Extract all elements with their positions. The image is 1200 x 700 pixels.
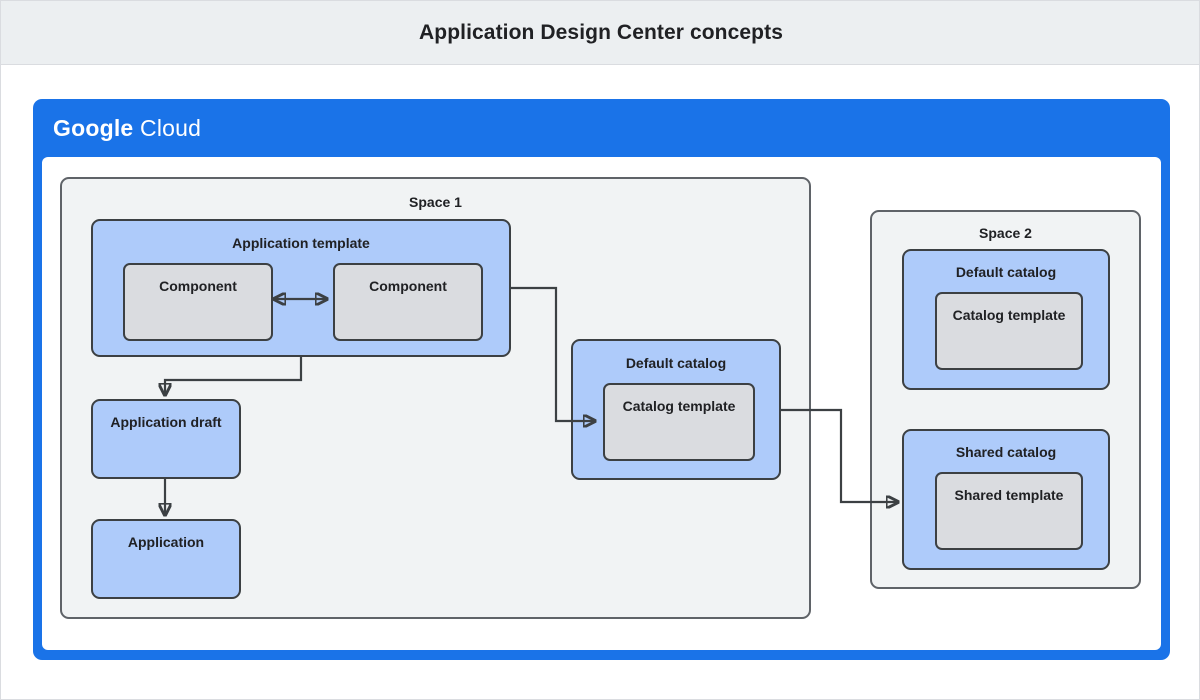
- component-a-box: Component: [123, 263, 273, 341]
- application-draft-box: Application draft: [91, 399, 241, 479]
- component-b-box: Component: [333, 263, 483, 341]
- shared-catalog-box: Shared catalog Shared template: [902, 429, 1110, 570]
- google-cloud-logo: Google Cloud: [53, 115, 201, 142]
- shared-template-box: Shared template: [935, 472, 1083, 550]
- component-b-label: Component: [369, 278, 447, 294]
- default-catalog-space1-label: Default catalog: [625, 355, 727, 371]
- space-2-label: Space 2: [979, 225, 1032, 241]
- shared-catalog-label: Shared catalog: [955, 444, 1057, 460]
- google-cloud-logo-secondary-text: Cloud: [140, 115, 202, 141]
- catalog-template-space1-label: Catalog template: [622, 398, 736, 414]
- catalog-template-space2-label: Catalog template: [952, 307, 1066, 323]
- page-title: Application Design Center concepts: [419, 20, 783, 44]
- google-cloud-logo-primary: Google: [53, 115, 134, 141]
- application-template-box: Application template Component Component: [91, 219, 511, 357]
- catalog-template-space2-box: Catalog template: [935, 292, 1083, 370]
- title-bar: Application Design Center concepts: [1, 1, 1199, 65]
- component-a-label: Component: [159, 278, 237, 294]
- application-box: Application: [91, 519, 241, 599]
- default-catalog-space2-box: Default catalog Catalog template: [902, 249, 1110, 390]
- default-catalog-space2-label: Default catalog: [955, 264, 1057, 280]
- application-draft-label: Application draft: [110, 414, 222, 430]
- application-template-label: Application template: [232, 235, 370, 251]
- application-label: Application: [127, 534, 205, 550]
- catalog-template-space1-box: Catalog template: [603, 383, 755, 461]
- space-1-label: Space 1: [409, 194, 462, 210]
- default-catalog-space1-box: Default catalog Catalog template: [571, 339, 781, 480]
- shared-template-label: Shared template: [954, 487, 1064, 503]
